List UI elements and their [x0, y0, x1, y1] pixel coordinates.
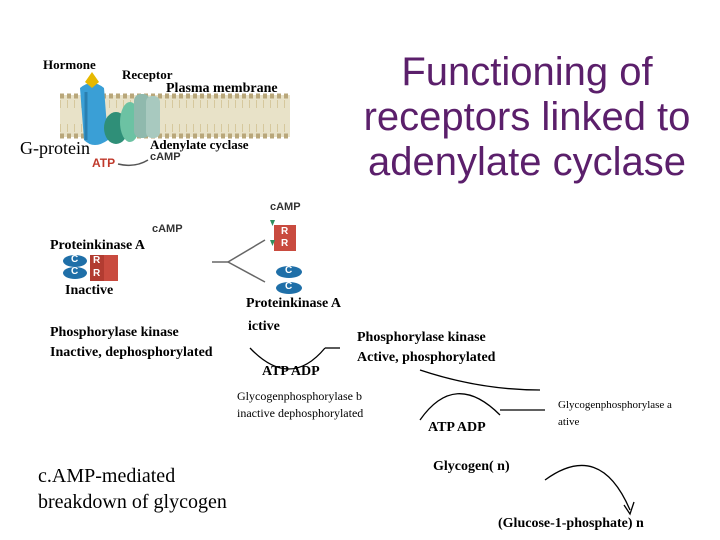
- phk-active-label: Phosphorylase kinase: [357, 330, 486, 345]
- catalytic-subunit-letter: C: [285, 281, 293, 292]
- g-protein-label: G-protein: [20, 138, 90, 158]
- phk-to-gpb-line: [419, 369, 541, 391]
- catalytic-subunit-letter: C: [71, 266, 79, 277]
- phk-activation-arrow: [249, 347, 326, 370]
- catalytic-subunit-letter: C: [71, 254, 79, 265]
- atp-to-camp-arrow: [117, 159, 149, 167]
- adenylate-cyclase-label: Adenylate cyclase: [150, 137, 249, 152]
- gp-a-label: Glycogenphosphorylase a: [558, 399, 672, 411]
- catalytic-subunits-free: [276, 266, 302, 294]
- camp-mid-label: cAMP: [152, 223, 183, 235]
- active-label: ictive: [248, 319, 280, 334]
- pka-activation-arrows: [212, 239, 266, 283]
- pka-inactive-complex: [63, 255, 118, 281]
- camp-right-label: cAMP: [270, 201, 301, 213]
- atp-label: ATP: [92, 156, 116, 170]
- receptor-protein: [80, 83, 108, 145]
- inactive-label: Inactive: [65, 283, 114, 298]
- regulatory-subunit-letter: R: [281, 226, 289, 237]
- regulatory-subunit-letter: R: [93, 255, 101, 266]
- glycogen-arrowhead: [623, 501, 635, 516]
- regulatory-subunit-letter: R: [93, 268, 101, 279]
- catalytic-subunit-letter: C: [285, 265, 293, 276]
- hormone-label: Hormone: [43, 57, 96, 72]
- phk-active-state: Active, phosphorylated: [357, 350, 496, 365]
- hormone-molecule: [85, 72, 99, 88]
- phk-inactive-label: Phosphorylase kinase: [50, 325, 179, 340]
- glycogen-label: Glycogen( n): [433, 459, 510, 474]
- gp-b-state: inactive dephosphorylated: [237, 406, 364, 420]
- gp-b-label: Glycogenphosphorylase b: [237, 389, 362, 403]
- receptor-label: Receptor: [122, 67, 173, 82]
- atp-adp-label-1: ATP ADP: [262, 364, 320, 379]
- regulatory-subunit-letter: R: [281, 238, 289, 249]
- caption-line-2: breakdown of glycogen: [38, 491, 227, 513]
- atp-adp-label-2: ATP ADP: [428, 420, 486, 435]
- plasma-membrane-label: Plasma membrane: [166, 81, 278, 96]
- adenylate-cyclase-illustration: [134, 94, 160, 138]
- proteinkinase-a-active-label: Proteinkinase A: [246, 296, 342, 311]
- caption-line-1: c.AMP-mediated: [38, 465, 176, 487]
- slide-title: Functioning of receptors linked to adeny…: [363, 50, 691, 184]
- gp-activation-arrow: [419, 393, 501, 421]
- camp-top-label: cAMP: [150, 151, 181, 163]
- glycogen-breakdown-arrow: [544, 464, 631, 511]
- gp-a-state: ative: [558, 416, 580, 428]
- phk-inactive-state: Inactive, dephosphorylated: [50, 345, 213, 360]
- regulatory-subunits-bound: [270, 220, 296, 251]
- proteinkinase-a-label: Proteinkinase A: [50, 238, 146, 253]
- glucose-label: (Glucose-1-phosphate) n: [498, 516, 644, 531]
